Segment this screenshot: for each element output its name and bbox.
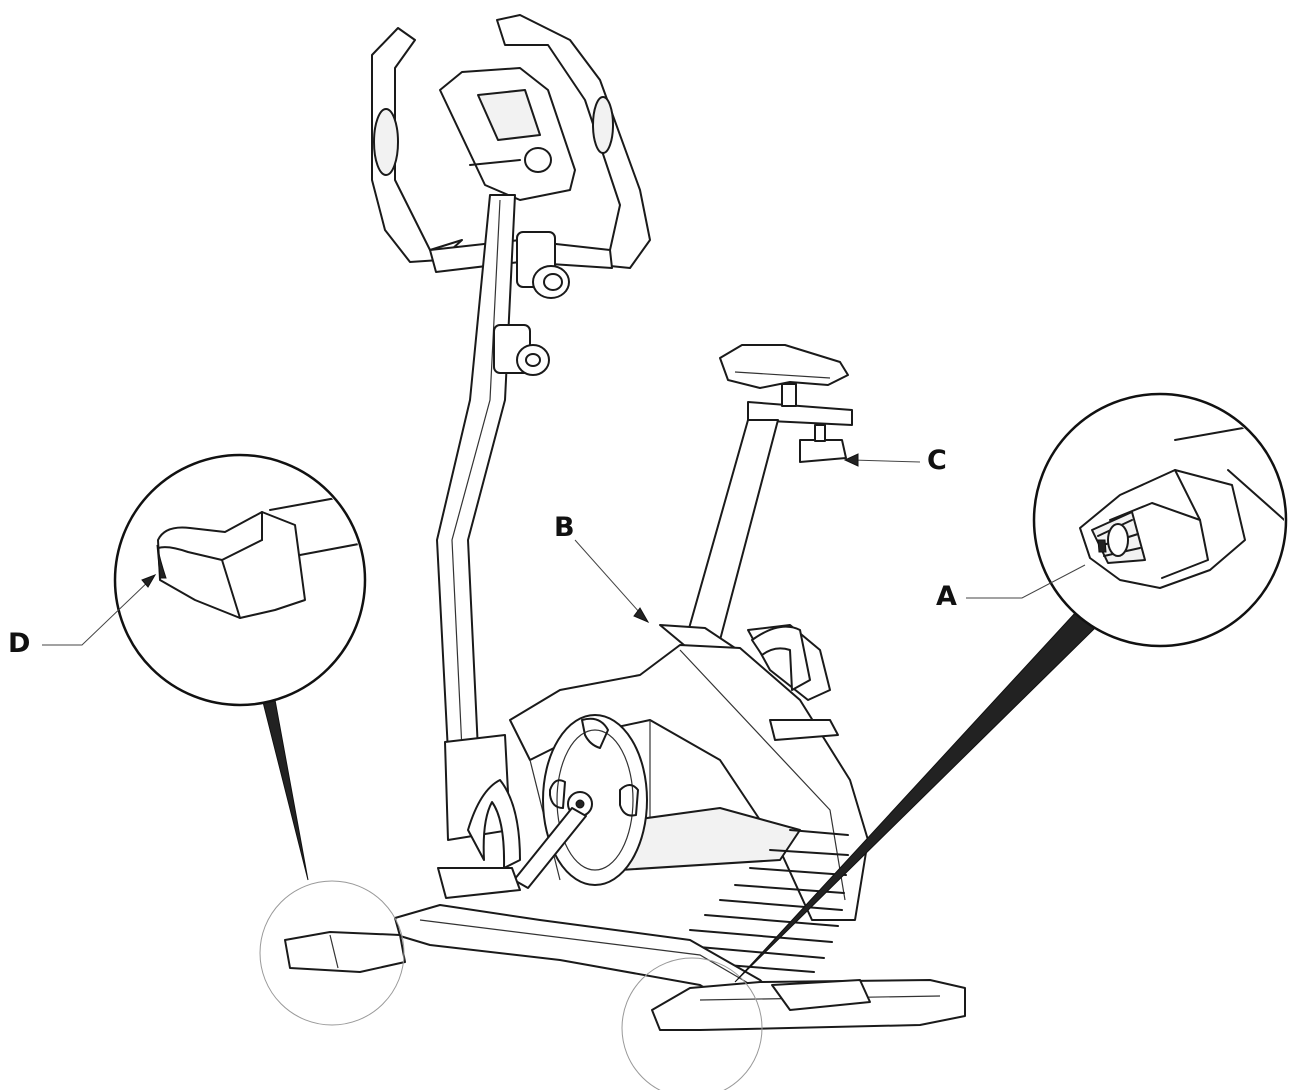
detail-area-rear-foot bbox=[259, 880, 405, 1026]
leader-line-b bbox=[574, 539, 649, 623]
seat-post bbox=[659, 419, 779, 651]
connector-wedge-left bbox=[262, 699, 309, 881]
base-frame bbox=[284, 904, 966, 1031]
handlebar bbox=[371, 14, 651, 273]
leader-line-c bbox=[851, 459, 921, 463]
detail-area-front-foot bbox=[621, 957, 763, 1090]
callout-label-c: C bbox=[927, 445, 947, 476]
callout-label-d: D bbox=[8, 628, 31, 659]
pointer-arrow-d bbox=[141, 574, 157, 588]
crank-and-pedals bbox=[437, 625, 839, 899]
pointer-arrow-b bbox=[633, 607, 650, 624]
pointer-arrow-c bbox=[843, 453, 859, 467]
detail-circle-d bbox=[113, 453, 367, 707]
leader-line-a bbox=[966, 564, 1086, 599]
detail-circle-a bbox=[1032, 392, 1288, 648]
leader-line-d bbox=[42, 577, 153, 646]
console-display bbox=[439, 67, 576, 201]
flywheel-disc bbox=[542, 714, 648, 886]
callout-label-a: A bbox=[936, 581, 957, 612]
saddle bbox=[719, 344, 853, 463]
callout-label-b: B bbox=[554, 512, 575, 543]
upright-stem bbox=[436, 194, 570, 841]
